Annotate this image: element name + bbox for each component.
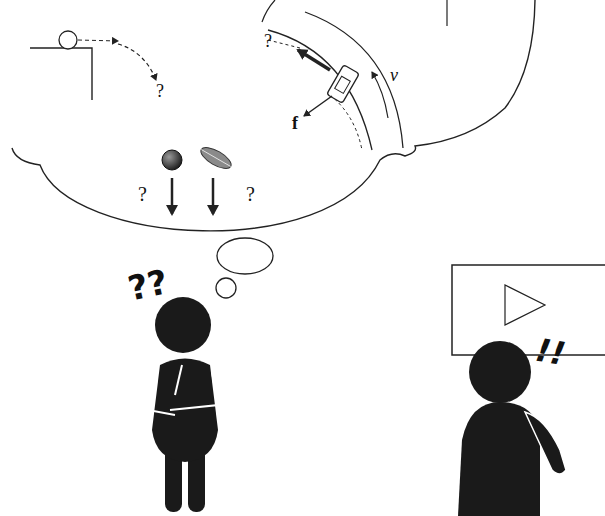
road-edge: [268, 30, 372, 150]
question-mark: ?: [246, 184, 255, 204]
gravity-arrow: [212, 178, 215, 214]
ball: [59, 31, 77, 49]
question-mark: ?: [156, 82, 164, 100]
play-icon: [505, 285, 545, 325]
heading-arrow: [298, 50, 330, 70]
motion-streaks: [164, 98, 226, 150]
velocity-label: v: [390, 66, 398, 84]
confusion-marks: ??: [125, 264, 171, 305]
table: [30, 48, 92, 100]
force-arrow: [304, 96, 332, 116]
thought-bubble: [216, 278, 236, 298]
falling-ball: [162, 150, 182, 170]
road-center: [330, 95, 362, 150]
surprise-marks: !!: [533, 334, 567, 371]
cloud-edge: [446, 0, 447, 26]
road-edge: [305, 12, 403, 148]
thought-cloud: [12, 0, 535, 231]
velocity-arrow: [372, 72, 388, 118]
gravity-arrow: [171, 178, 174, 214]
thinking-person: [148, 297, 218, 512]
cloud-edge: [262, 0, 275, 22]
velocity-arrow: [78, 40, 118, 41]
car: [327, 65, 360, 103]
straight-path: [268, 40, 300, 48]
question-mark: ?: [264, 32, 272, 50]
thought-bubble: [217, 238, 273, 274]
video-screen: [452, 265, 605, 355]
question-mark: ?: [138, 184, 147, 204]
feather: [198, 143, 234, 172]
force-label: f: [292, 114, 298, 132]
trajectory: [118, 44, 156, 80]
